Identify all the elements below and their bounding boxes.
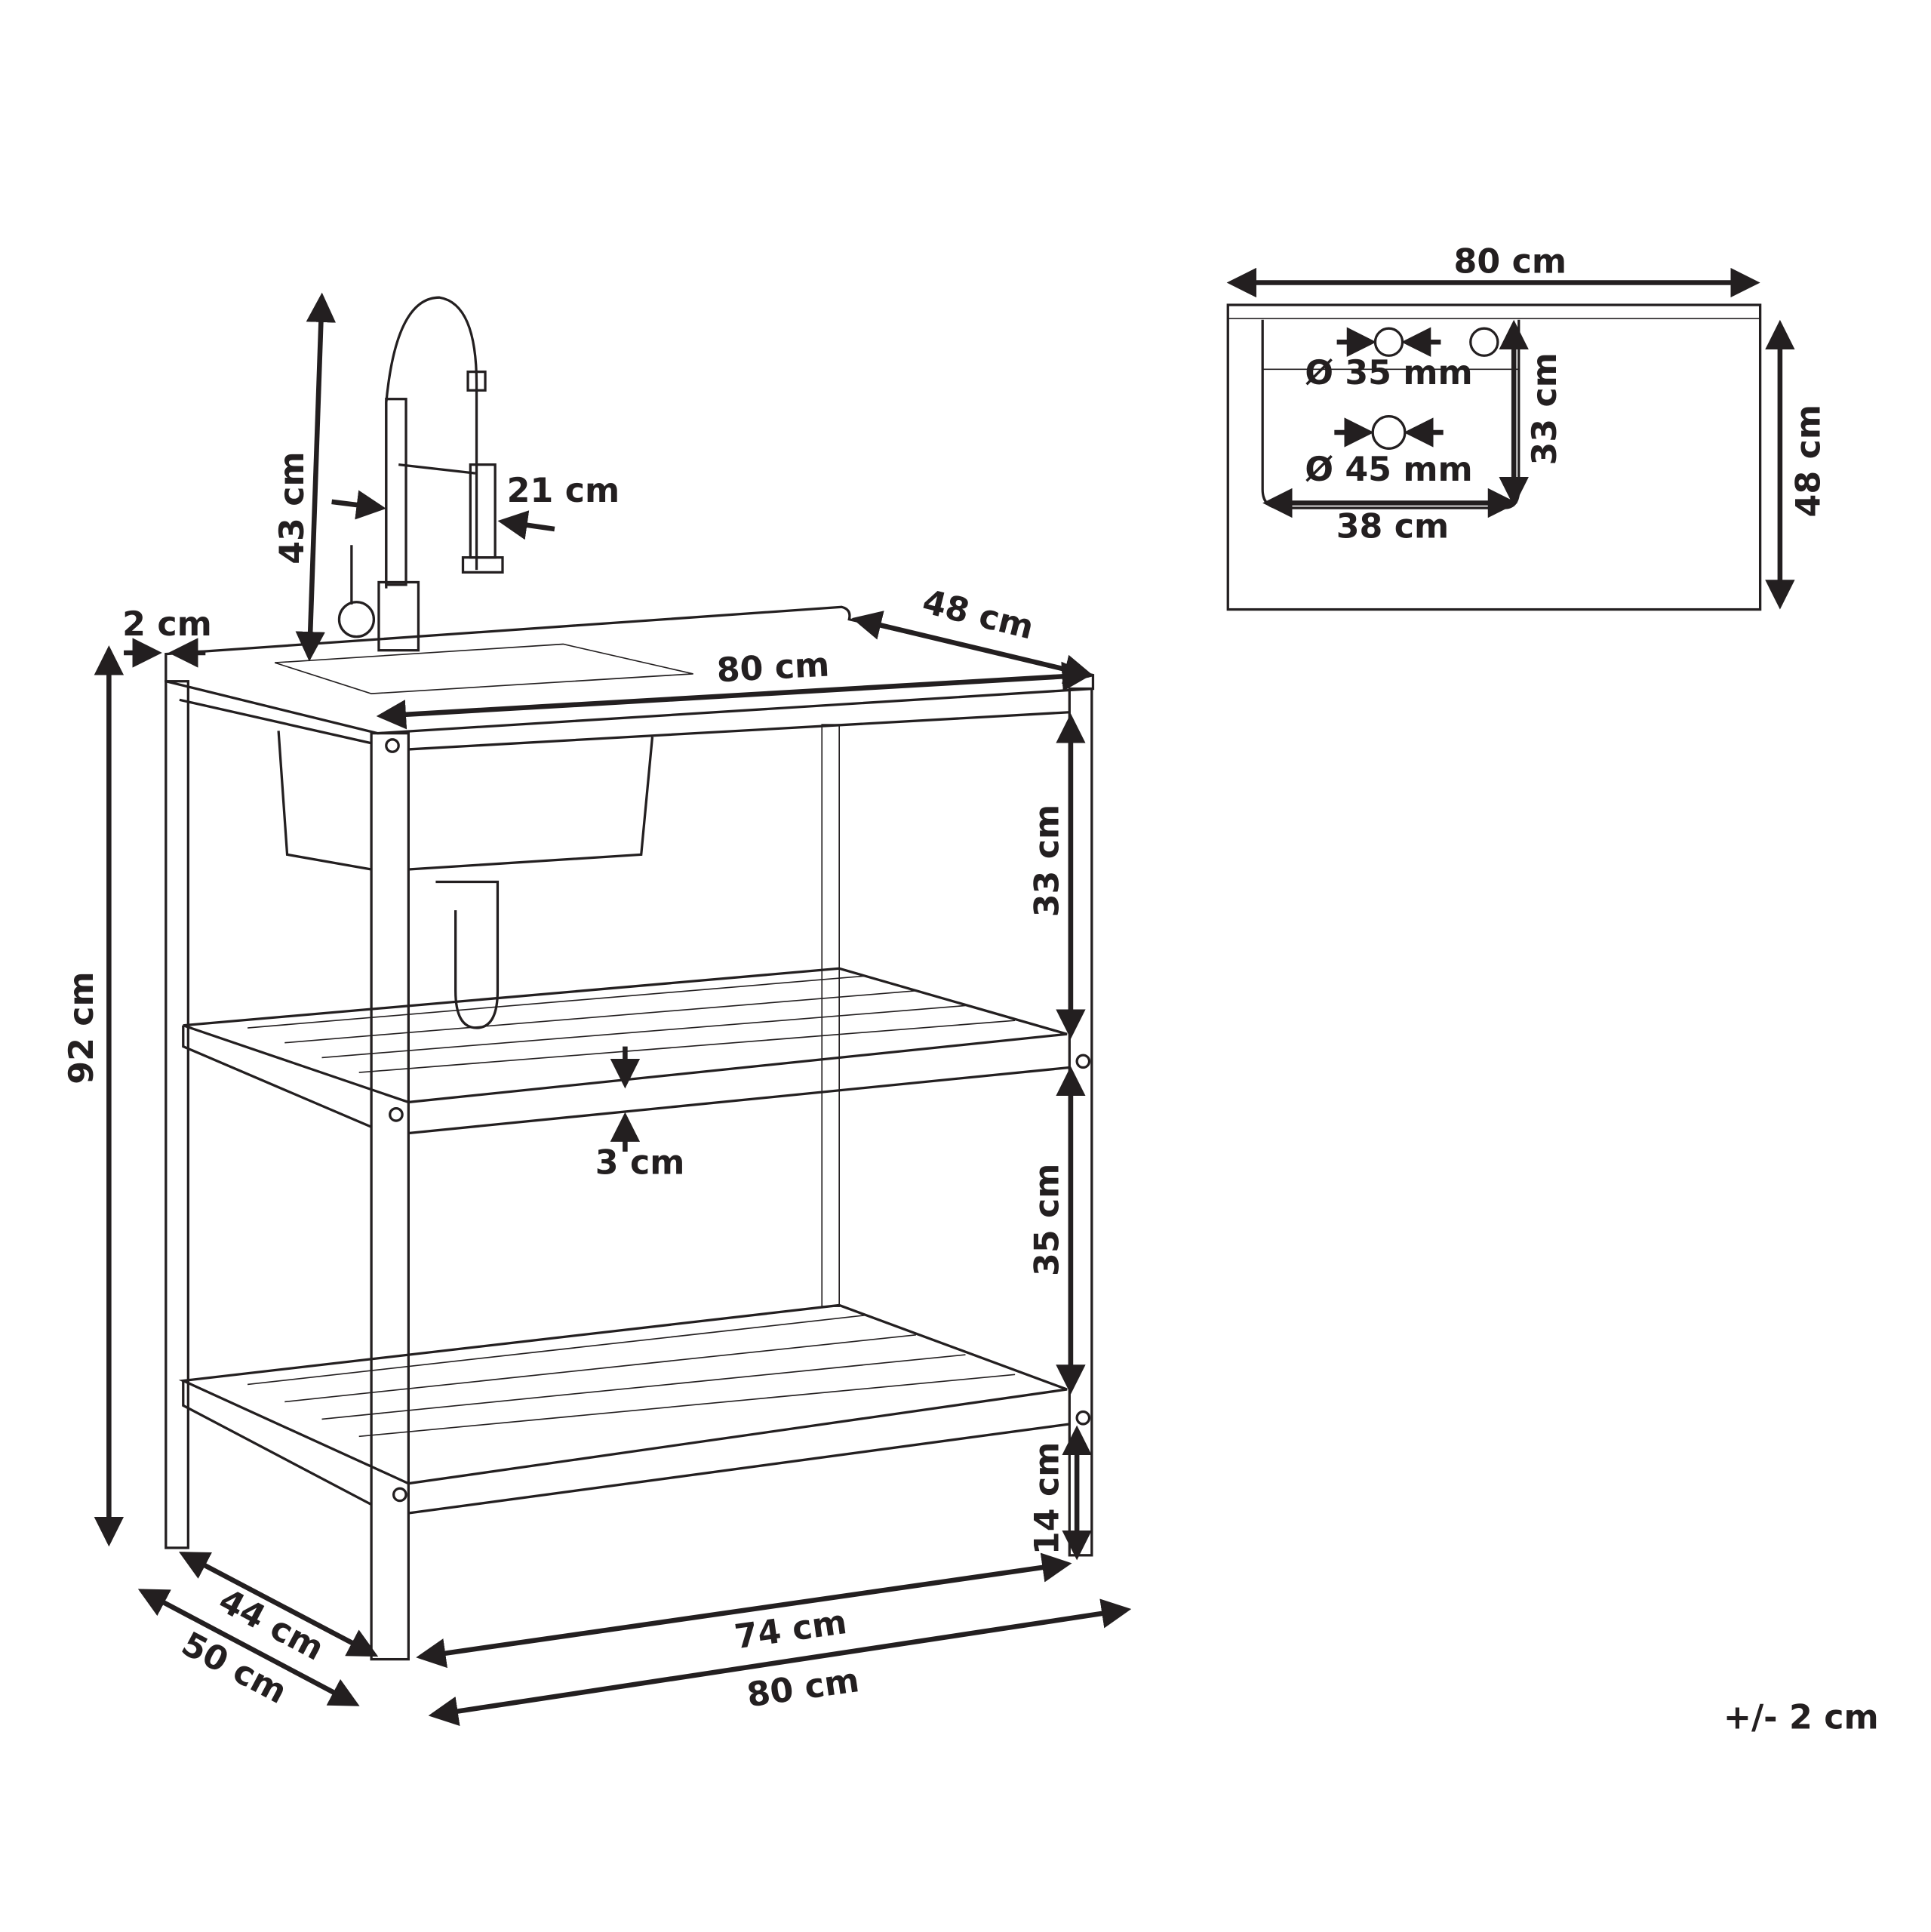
faucet-hole-small <box>1373 327 1404 357</box>
basin-width-label: 38 cm <box>1336 507 1449 546</box>
bottom-clearance-label: 14 cm <box>1029 1442 1067 1555</box>
top-view: 80 cm 48 cm 33 cm 38 cm Ø 35 mm Ø 45 mm <box>1226 242 1828 611</box>
upper-clearance-label: 33 cm <box>1029 804 1067 917</box>
hole-large-label: Ø 45 mm <box>1305 451 1472 489</box>
drain-hole-large <box>1371 415 1407 450</box>
faucet-height-label: 43 cm <box>273 451 312 564</box>
top-width-label: 80 cm <box>1454 242 1567 281</box>
middle-clearance-label: 35 cm <box>1029 1164 1067 1276</box>
shelf-thickness-label: 3 cm <box>595 1144 685 1183</box>
outer-width-label: 80 cm <box>745 1661 862 1715</box>
sink-cabinet-drawing <box>165 296 1095 1661</box>
hole-small-label: Ø 35 mm <box>1305 354 1472 392</box>
total-height-label: 92 cm <box>63 971 101 1084</box>
top-width-label: 80 cm <box>716 646 831 691</box>
tolerance-note: +/- 2 cm <box>1723 1698 1879 1737</box>
faucet-hole-extra <box>1469 327 1499 357</box>
rim-label: 2 cm <box>122 605 212 644</box>
basin-depth-label: 33 cm <box>1526 352 1564 465</box>
top-depth-label: 48 cm <box>1789 405 1828 517</box>
faucet-reach-label: 21 cm <box>507 472 620 510</box>
